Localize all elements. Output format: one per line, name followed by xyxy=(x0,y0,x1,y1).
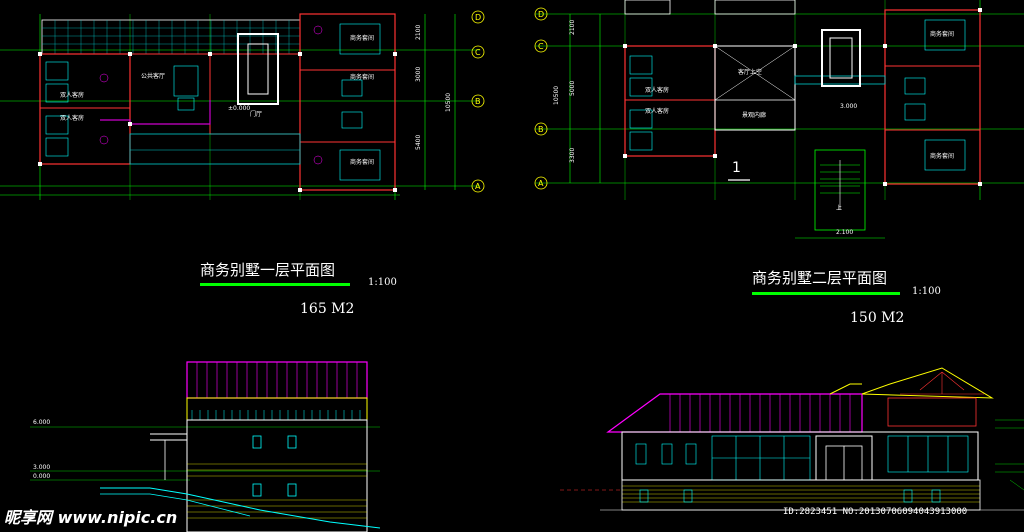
dim-text: 5000 xyxy=(569,81,576,96)
grid-axis-label: C xyxy=(538,42,544,51)
section-mark: 1 xyxy=(732,160,741,176)
area-label: 150 M2 xyxy=(850,310,904,326)
dim-text: 10500 xyxy=(553,86,560,105)
elevation-mark: ±0.000 xyxy=(228,105,250,112)
room-label: 双人客房 xyxy=(645,107,669,115)
room-label: 双人客房 xyxy=(60,91,84,99)
dim-text: 10500 xyxy=(445,93,452,112)
room-label: 商务套间 xyxy=(350,158,374,166)
room-label: 双人客房 xyxy=(645,86,669,94)
dim-text: 2100 xyxy=(415,25,422,40)
watermark-id: ID:2823451 NO:20130706094043913000 xyxy=(783,507,967,517)
level-mark: 6.000 xyxy=(33,419,50,426)
room-label: 商务套间 xyxy=(930,152,954,160)
room-label: 客厅上空 xyxy=(738,68,762,76)
elevation-mark: 3.000 xyxy=(840,103,857,110)
dim-text: 3300 xyxy=(569,148,576,163)
room-label: 门厅 xyxy=(250,110,262,118)
room-label: 景观内廊 xyxy=(742,111,766,119)
grid-axis-label: B xyxy=(475,97,481,106)
dim-text: 3000 xyxy=(415,67,422,82)
title-underline xyxy=(200,283,350,286)
plan-title: 商务别墅二层平面图 xyxy=(752,269,887,287)
area-label: 165 M2 xyxy=(300,301,354,317)
grid-axis-label: D xyxy=(538,10,544,19)
elevation-right xyxy=(560,367,1024,511)
grid-axis-label: D xyxy=(475,13,481,22)
room-label: 公共客厅 xyxy=(141,72,165,80)
scale-label: 1:100 xyxy=(912,286,941,297)
grid-axis-label: A xyxy=(538,179,544,188)
room-label: 商务套间 xyxy=(350,73,374,81)
level-mark: 0.000 xyxy=(33,473,50,480)
elevation-left: 6.000 3.000 0.000 xyxy=(30,361,381,532)
grid-axis-label: A xyxy=(475,182,481,191)
level-mark: 3.000 xyxy=(33,464,50,471)
title-underline xyxy=(752,292,900,295)
stair-up-label: 上 xyxy=(836,204,842,212)
dim-text: 5400 xyxy=(415,135,422,150)
plan-2: 双人客房 双人客房 客厅上空 景观内廊 商务套间 商务套间 3.000 2.10… xyxy=(534,0,1024,326)
dim-text: 2100 xyxy=(569,20,576,35)
grid-axis-label: C xyxy=(475,48,481,57)
scale-label: 1:100 xyxy=(368,277,397,288)
elevation-mark: 2.100 xyxy=(836,229,853,236)
plan-title: 商务别墅一层平面图 xyxy=(200,261,335,279)
grid-axis-label: B xyxy=(538,125,544,134)
room-label: 商务套间 xyxy=(350,34,374,42)
plan-1: 双人客房 双人客房 公共客厅 门厅 商务套间 商务套间 商务套间 ±0.000 … xyxy=(0,10,485,317)
room-label: 商务套间 xyxy=(930,30,954,38)
room-label: 双人客房 xyxy=(60,114,84,122)
watermark-logo: 昵享网 www.nipic.cn xyxy=(4,508,177,527)
